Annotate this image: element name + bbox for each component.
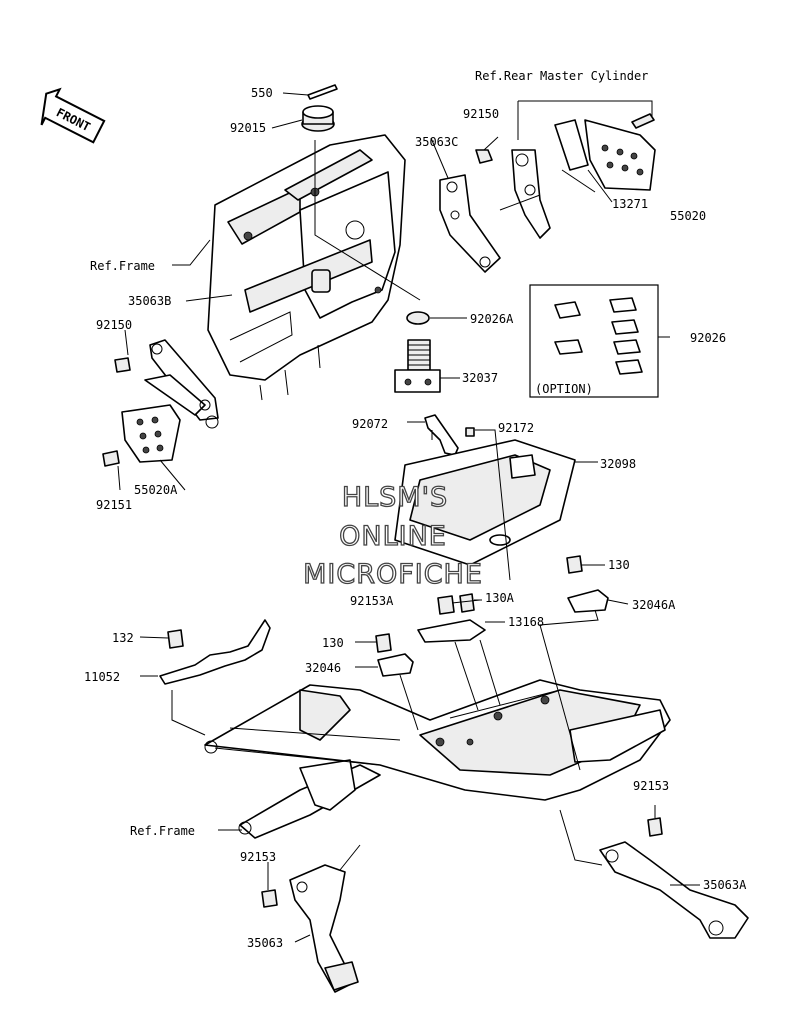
label-13271: 13271 [612, 197, 648, 211]
bolt-130-mid [375, 633, 392, 653]
screw-92172 [465, 427, 475, 437]
pin-550 [307, 84, 338, 100]
label-92172: 92172 [498, 421, 534, 435]
watermark: HLSM'S ONLINE MICROFICHE [302, 481, 483, 590]
bracket-92072 [424, 414, 459, 456]
option-label: (OPTION) [535, 382, 593, 396]
watermark-line-3: MICROFICHE [303, 559, 483, 590]
rear-master-cylinder [511, 149, 551, 239]
heel-guard-55020 [584, 119, 656, 191]
label-130A: 130A [485, 591, 515, 605]
bolt-92150-top [475, 149, 493, 164]
bolt-130-right [566, 555, 583, 574]
plate-13271 [554, 119, 589, 171]
bolt-top-right [631, 113, 655, 129]
label-32037: 32037 [462, 371, 498, 385]
bolt-92153-left [261, 889, 278, 908]
bracket-35063A [599, 841, 749, 939]
rear-subframe [204, 679, 671, 839]
adjuster-32037 [394, 339, 441, 393]
label-92151: 92151 [96, 498, 132, 512]
bracket-35063C [439, 174, 501, 273]
part-labels: 550 92015 Ref.Rear Master Cylinder 92150… [84, 69, 747, 950]
label-32046: 32046 [305, 661, 341, 675]
label-55020A: 55020A [134, 483, 178, 497]
label-ref-frame-bottom: Ref.Frame [130, 824, 195, 838]
label-35063B: 35063B [128, 294, 171, 308]
label-ref-frame-top: Ref.Frame [90, 259, 155, 273]
heel-guard-55020A [121, 404, 181, 463]
label-92150-left: 92150 [96, 318, 132, 332]
label-32046A: 32046A [632, 598, 676, 612]
label-92153-right: 92153 [633, 779, 669, 793]
washer-92026A [406, 311, 430, 325]
label-92153A: 92153A [350, 594, 394, 608]
nut-92015 [301, 105, 335, 132]
label-92026: 92026 [690, 331, 726, 345]
bracket-35063 [289, 864, 359, 993]
bolt-132 [167, 629, 184, 649]
label-92150-top: 92150 [463, 107, 499, 121]
label-32098: 32098 [600, 457, 636, 471]
watermark-line-2: ONLINE [339, 521, 447, 552]
label-130-right: 130 [608, 558, 630, 572]
bolt-92153-right [647, 817, 663, 837]
label-35063: 35063 [247, 936, 283, 950]
label-92153-left: 92153 [240, 850, 276, 864]
label-92026A: 92026A [470, 312, 514, 326]
label-92072: 92072 [352, 417, 388, 431]
bracket-13168 [417, 619, 486, 643]
bracket-32046 [377, 653, 414, 677]
bolt-130A [459, 593, 475, 613]
bracket-35063B [144, 339, 219, 429]
label-35063A: 35063A [703, 878, 747, 892]
label-132: 132 [112, 631, 134, 645]
option-box: (OPTION) [529, 284, 659, 398]
bracket-32046A [567, 589, 609, 613]
watermark-line-1: HLSM'S [342, 482, 448, 513]
label-11052: 11052 [84, 670, 120, 684]
bolt-92153A [437, 595, 455, 615]
label-13168: 13168 [508, 615, 544, 629]
label-130-mid: 130 [322, 636, 344, 650]
label-ref-rear-master-cylinder: Ref.Rear Master Cylinder [475, 69, 648, 83]
upper-frame [207, 134, 406, 401]
label-92015: 92015 [230, 121, 266, 135]
bolt-92151 [102, 450, 120, 467]
front-arrow-icon: FRONT [40, 87, 106, 144]
cover-11052 [159, 619, 271, 685]
leader-lines [117, 92, 700, 943]
tray-32098 [394, 439, 576, 566]
label-55020: 55020 [670, 209, 706, 223]
label-35063C: 35063C [415, 135, 458, 149]
bolt-92150-left [114, 357, 131, 373]
label-550: 550 [251, 86, 273, 100]
